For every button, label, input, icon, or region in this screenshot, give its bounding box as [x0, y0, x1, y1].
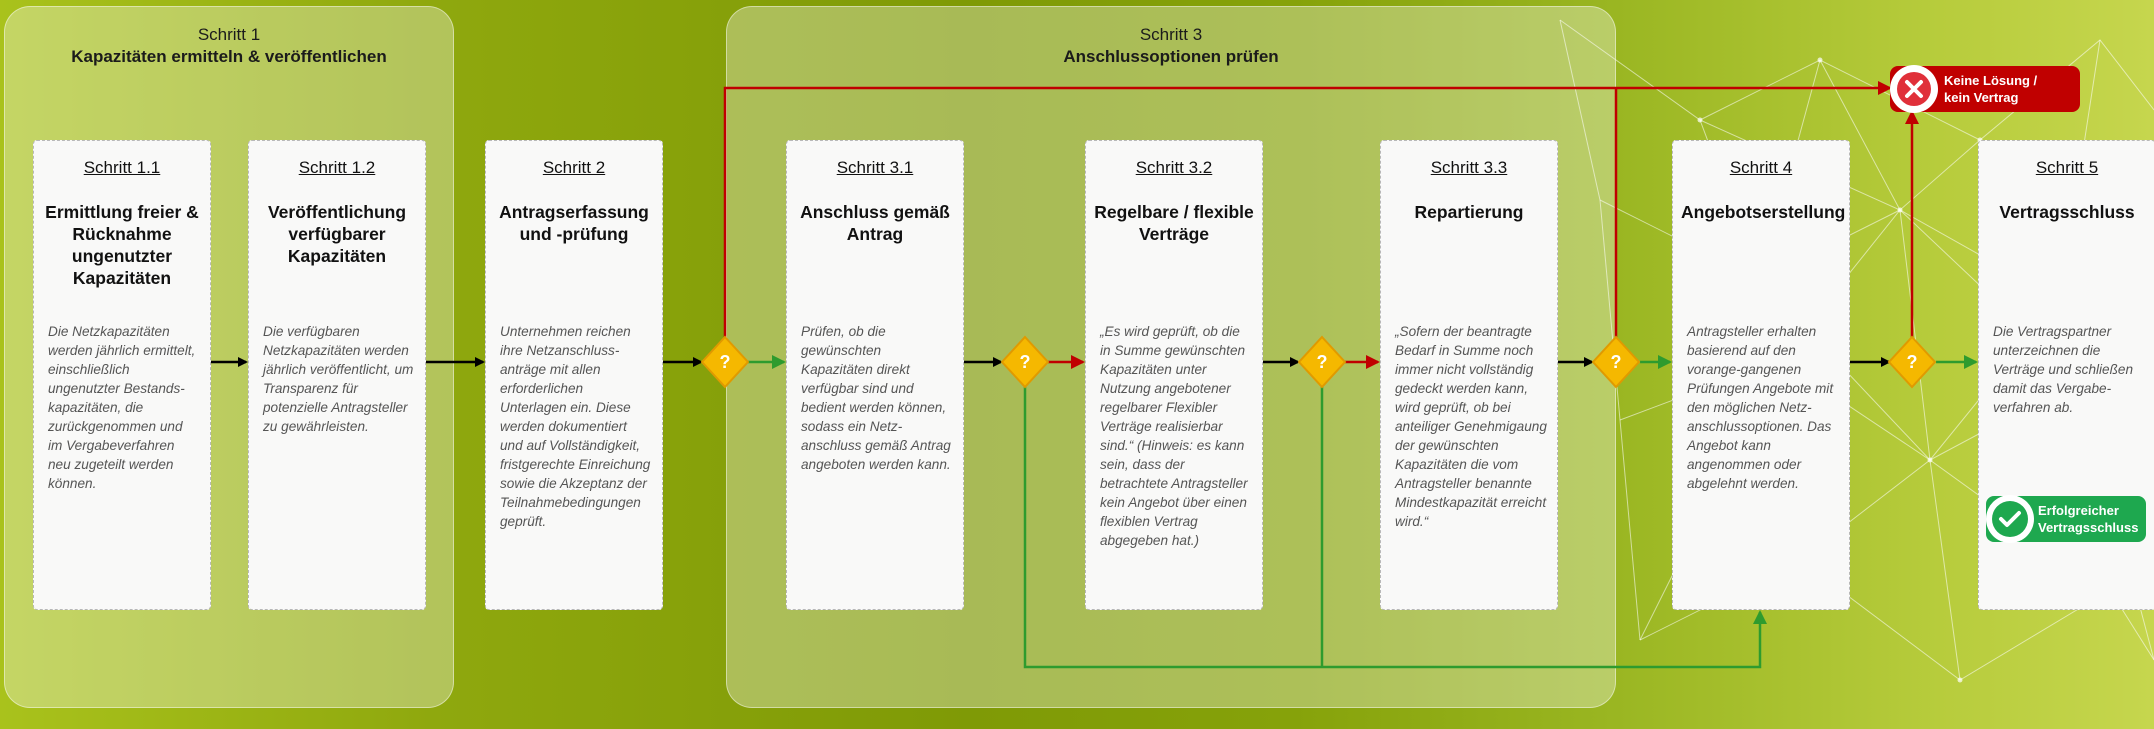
card-description: Die Netzkapazitäten werden jährlich ermi…: [48, 324, 196, 491]
card-step-2: Schritt 2 Antragserfassung und -prüfung …: [485, 140, 663, 610]
card-step-1-1: Schritt 1.1 Ermittlung freier & Rücknahm…: [33, 140, 211, 610]
success-badge: Erfolgreicher Vertragsschluss: [1986, 495, 2146, 543]
card-step-label: Schritt 3.1: [836, 158, 914, 177]
card-step-3-2: Schritt 3.2 Regelbare / flexible Verträg…: [1085, 140, 1263, 610]
checkmark-icon: [1992, 501, 2028, 537]
success-circle: [1986, 495, 2034, 543]
failure-badge: Keine Lösung / kein Vertrag: [1890, 65, 2080, 113]
decision-symbol: ?: [1317, 352, 1328, 372]
decision-symbol: ?: [720, 352, 731, 372]
card-title: Anschluss gemäß Antrag: [800, 202, 950, 244]
group-step-label: Schritt 3: [1139, 25, 1203, 44]
group-title: Kapazitäten ermitteln & veröffentlichen: [71, 47, 387, 66]
card-description: „Sofern der beantragte Bedarf in Summe n…: [1395, 324, 1547, 529]
no-path-to-failure: [723, 81, 1892, 362]
group-title: Anschlussoptionen prüfen: [1063, 47, 1279, 66]
card-description: Antragsteller erhalten basierend auf den…: [1687, 324, 1834, 491]
decision-diamond-2: [700, 335, 750, 389]
card-step-label: Schritt 2: [542, 158, 606, 177]
decision-symbol: ?: [1020, 352, 1031, 372]
failure-circle: [1890, 65, 1938, 113]
card-description: Prüfen, ob die gewünschten Kapazitäten d…: [801, 324, 951, 472]
yes-path-from-3-2: [1023, 362, 1767, 669]
decision-diamond-3-3: [1591, 335, 1641, 389]
card-title: Vertragsschluss: [1999, 202, 2135, 222]
card-step-label: Schritt 5: [2035, 158, 2099, 177]
failure-line-2: kein Vertrag: [1944, 90, 2019, 105]
card-title: Regelbare / flexible Verträge: [1094, 202, 1254, 244]
decision-diamond-3-1: [1000, 335, 1050, 389]
card-step-label: Schritt 3.2: [1135, 158, 1213, 177]
card-description: Die verfügbaren Netzkapazitäten werden j…: [263, 324, 414, 434]
card-step-3-3: Schritt 3.3 Repartierung „Sofern der bea…: [1380, 140, 1558, 610]
card-title: Repartierung: [1414, 202, 1524, 222]
success-line-2: Vertragsschluss: [2038, 520, 2139, 535]
card-description: Unternehmen reichen ihre Netzanschluss-a…: [500, 324, 651, 529]
card-step-3-1: Schritt 3.1 Anschluss gemäß Antrag Prüfe…: [786, 140, 964, 610]
card-step-label: Schritt 4: [1729, 158, 1793, 177]
card-title: Veröffentlichung verfügbarer Kapazitäten: [267, 202, 407, 266]
decision-diamond-4: [1887, 335, 1937, 389]
decision-symbol: ?: [1611, 352, 1622, 372]
card-step-1-2: Schritt 1.2 Veröffentlichung verfügbarer…: [248, 140, 426, 610]
close-icon: [1897, 72, 1931, 106]
card-description: Die Vertragspartner unterzeichnen die Ve…: [1993, 324, 2134, 415]
card-step-label: Schritt 1.1: [83, 158, 161, 177]
decision-symbol: ?: [1907, 352, 1918, 372]
card-title: Ermittlung freier & Rücknahme ungenutzte…: [45, 202, 199, 288]
card-step-label: Schritt 1.2: [298, 158, 376, 177]
decision-diamond-3-2: [1297, 335, 1347, 389]
group-step-label: Schritt 1: [197, 25, 261, 44]
failure-line-1: Keine Lösung /: [1944, 73, 2038, 88]
card-step-4: Schritt 4 Angebotserstellung Antragstell…: [1672, 140, 1850, 610]
card-title: Antragserfassung und -prüfung: [499, 202, 649, 244]
card-description: „Es wird geprüft, ob die in Summe gewüns…: [1100, 324, 1248, 548]
card-step-label: Schritt 3.3: [1430, 158, 1508, 177]
card-title: Angebotserstellung: [1681, 202, 1846, 222]
success-line-1: Erfolgreicher: [2038, 503, 2119, 518]
